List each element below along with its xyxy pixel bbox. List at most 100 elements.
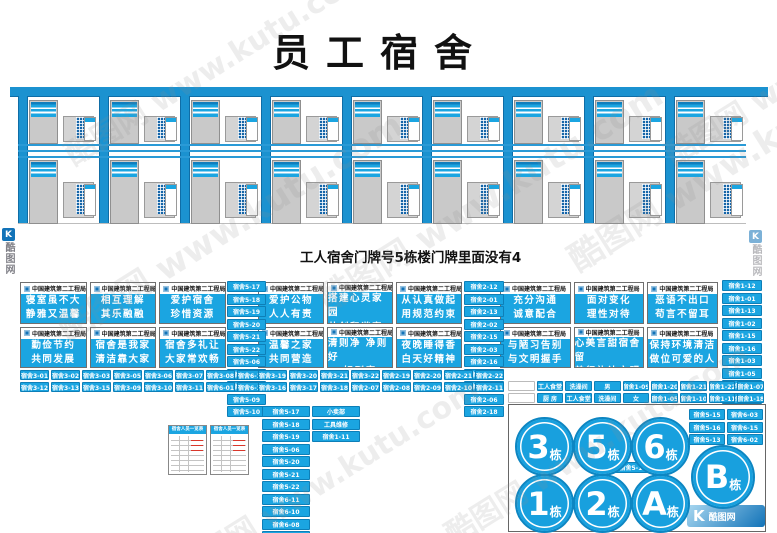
slogan-sign: 中国建筑第二工程局勤俭节约共同发展 <box>20 326 87 368</box>
blank-cell <box>508 381 535 391</box>
sign-header: 中国建筑第二工程局 <box>90 327 155 339</box>
slogan-sign: 中国建筑第二工程局与陋习告别与文明握手 <box>500 326 571 368</box>
slogan-line: 好则康 <box>343 365 376 367</box>
dorm-tag: 宿舍3-10 <box>144 382 173 392</box>
slogan-text: 保持环境清洁做位可爱的人 <box>648 339 717 368</box>
notice-card <box>245 184 258 216</box>
company-logo-icon <box>504 330 510 336</box>
slogan-line: 宿舍是我家 <box>95 339 151 351</box>
dorm-tag: 宿舍5-22 <box>262 481 310 492</box>
dorm-tag: 宿舍1-05 <box>722 367 762 379</box>
dorm-tag: 宿舍1-16 <box>722 342 762 354</box>
notice-card <box>84 117 96 141</box>
watermark-vertical-text: 酷图网 <box>750 244 761 277</box>
table-grid-line <box>171 455 204 456</box>
building-module <box>422 96 503 224</box>
dorm-tag: 宿舍1-15 <box>722 330 762 341</box>
dorm-tag: 宿舍1-10 <box>680 393 707 403</box>
building-module <box>179 96 261 224</box>
sign-header: 中国建筑第二工程局 <box>328 283 392 292</box>
slogan-line: 爱护宿舍 <box>170 295 215 306</box>
keypad-panel <box>561 184 570 214</box>
pillar <box>260 96 271 223</box>
table-red-mark <box>191 440 203 441</box>
dorm-tag: 宿舍5-20 <box>227 318 266 330</box>
door-sign <box>597 162 623 177</box>
sign-header: 中国建筑第二工程局 <box>160 283 225 294</box>
pillar <box>665 96 676 223</box>
slogan-line: 珍惜资源 <box>170 309 215 321</box>
roster-table-header: 宿舍人员一览表 <box>169 426 206 434</box>
dorm-tag: 宿舍5-18 <box>262 418 310 430</box>
slogan-line: 理性对待 <box>586 309 631 321</box>
notice-card <box>164 184 177 216</box>
dorm-tag: 宿舍3-15 <box>82 382 111 392</box>
building-suffix: 栋 <box>665 447 678 462</box>
dorm-tag: 小卖部 <box>312 406 360 417</box>
company-name: 中国建筑第二工程局 <box>339 285 393 292</box>
dorm-tag: 宿舍2-12 <box>464 281 504 292</box>
slogan-line: 爱护公物 <box>268 295 313 306</box>
table-grid-line <box>230 436 231 472</box>
company-logo-icon <box>331 329 337 335</box>
sign-header: 中国建筑第二工程局 <box>574 327 644 337</box>
dorm-tag: 宿舍5-09 <box>227 393 266 405</box>
company-name: 中国建筑第二工程局 <box>585 286 640 293</box>
slogan-sign: 中国建筑第二工程局心美言甜宿舍留善行礼让文明来 <box>573 326 645 368</box>
dorm-tag: 宿舍6-08 <box>262 518 310 530</box>
pillar <box>422 96 433 223</box>
dorm-tag: 宿舍5-21 <box>227 331 266 342</box>
table-red-mark <box>233 440 245 441</box>
company-name: 中国建筑第二工程局 <box>171 330 226 338</box>
company-name: 中国建筑第二工程局 <box>270 286 324 293</box>
dorm-tag: 宿舍5-06 <box>262 443 310 455</box>
slogan-line: 静雅又温馨 <box>25 309 81 321</box>
dorm-tag: 宿舍5-18 <box>227 293 266 305</box>
slogan-line: 大家常欢畅 <box>165 353 221 365</box>
dorm-tag: 宿舍1-21 <box>680 381 707 391</box>
dorm-tag: 宿舍5-20 <box>262 456 310 467</box>
pillar <box>18 96 28 223</box>
door-panel <box>595 100 625 144</box>
dorm-tag: 宿舍5-19 <box>227 306 266 317</box>
door-panel <box>352 100 382 144</box>
dorm-tag: 宿舍3-03 <box>82 370 111 380</box>
dorm-tag: 宿舍3-18 <box>320 382 349 392</box>
door-panel <box>29 160 58 224</box>
dorm-tag: 宿舍2-06 <box>464 393 504 405</box>
watermark-k-icon: K <box>2 228 15 241</box>
keypad-panel <box>76 117 84 139</box>
slogan-text: 宿舍是我家清洁靠大家 <box>91 339 156 368</box>
sign-header: 中国建筑第二工程局 <box>501 283 570 294</box>
company-name: 中国建筑第二工程局 <box>32 330 87 338</box>
sign-header: 中国建筑第二工程局 <box>21 327 87 339</box>
door-sign <box>273 162 299 177</box>
sign-header: 中国建筑第二工程局 <box>397 327 461 339</box>
dorm-tag: 宿舍6-10 <box>262 506 310 517</box>
slogan-text: 心美言甜宿舍留善行礼让文明来 <box>575 337 644 368</box>
door-sign <box>516 102 542 117</box>
dorm-tag: 宿舍3-19 <box>258 370 287 380</box>
sign-header: 中国建筑第二工程局 <box>648 327 717 339</box>
door-sign <box>31 162 56 177</box>
door-panel <box>271 100 301 144</box>
slogan-line: 勤俭节约 <box>31 339 76 351</box>
dorm-tag: 宿舍6-09 <box>262 531 310 533</box>
dorm-tag: 宿舍3-07 <box>175 370 204 380</box>
dorm-tag: 宿舍2-18 <box>464 406 504 417</box>
notice-card <box>164 117 177 141</box>
company-logo-icon <box>504 285 510 292</box>
dorm-tag: 宿舍3-13 <box>51 382 80 392</box>
dorm-tag: 宿舍3-02 <box>51 370 80 380</box>
slogan-sign-group-2: 中国建筑第二工程局爱护公物人人有责中国建筑第二工程局搭建心灵家园共创和谐宿舍中国… <box>258 282 462 368</box>
notice-card <box>245 117 258 141</box>
company-logo-icon <box>651 330 658 336</box>
sign-header: 中国建筑第二工程局 <box>21 283 86 294</box>
dorm-tag: 宿舍2-07 <box>351 382 380 392</box>
company-name: 中国建筑第二工程局 <box>270 330 324 338</box>
